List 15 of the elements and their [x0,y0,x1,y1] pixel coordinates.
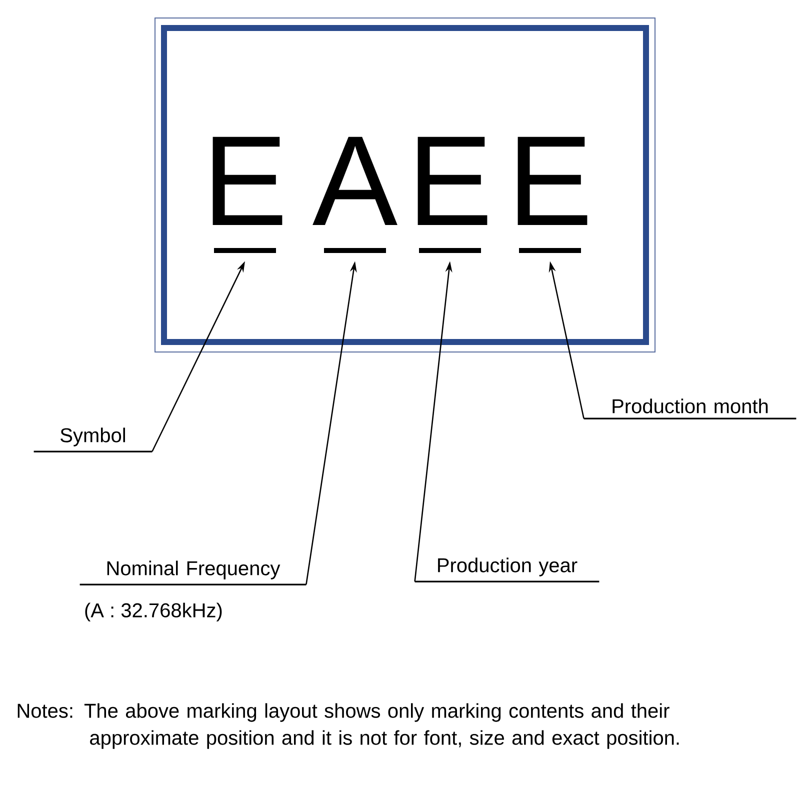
callout-label: Symbol [34,428,152,452]
marking-character: A [312,136,398,253]
note-text: (A : 32.768kHz) [85,602,222,622]
node-label: A [312,136,398,225]
callout-label: Nominal Frequency [80,560,306,586]
node-label: E [418,136,488,225]
callout-label: Production year [414,558,600,582]
marking-character: E [212,136,282,253]
node-label: E [212,136,282,225]
marking-character: E [418,136,488,253]
callout-label: Production month [584,398,796,420]
note-text: Notes: The above marking layout shows only marking contents and their approximate position and it is not for font, size and exact position. [18,703,679,749]
marking-character: E [518,136,588,253]
marking-frame [154,18,656,352]
node-label: E [518,136,588,225]
